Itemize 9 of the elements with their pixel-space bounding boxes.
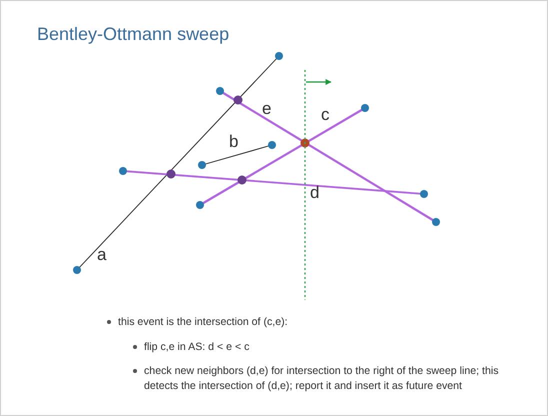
- segment-label: e: [262, 99, 272, 119]
- segment-label: a: [97, 245, 106, 265]
- bullet-text: flip c,e in AS: d < e < c: [144, 340, 250, 355]
- segment-label: c: [321, 105, 330, 125]
- segment-label: b: [229, 132, 238, 152]
- slide-title: Bentley-Ottmann sweep: [37, 24, 230, 45]
- bullet-text: this event is the intersection of (c,e):: [118, 315, 288, 330]
- bullet-text: check new neighbors (d,e) for intersection to the right of the sweep line; this detects the intersection of (d,e); report it and insert it as future event: [144, 364, 500, 394]
- segment-label: d: [310, 183, 320, 203]
